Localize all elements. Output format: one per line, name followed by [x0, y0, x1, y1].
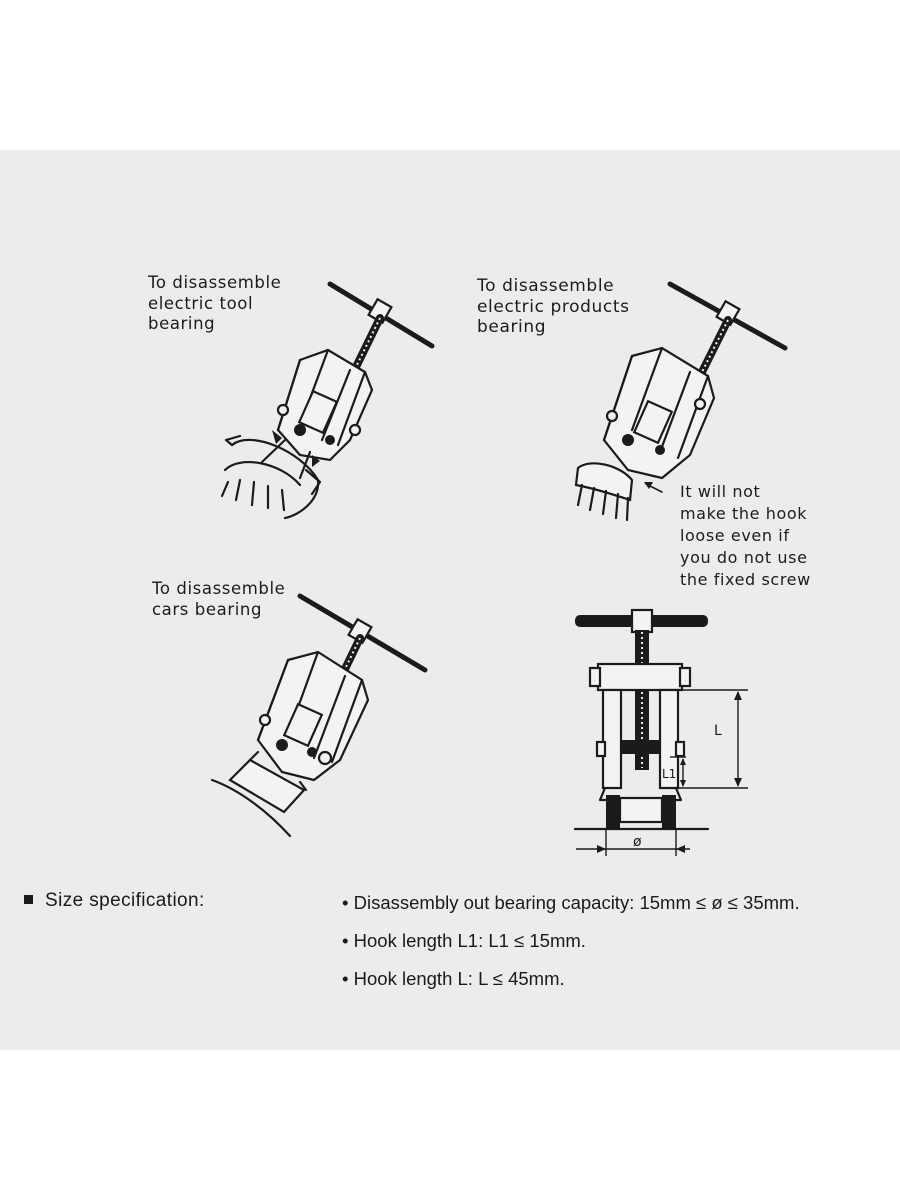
hook-note: It will not make the hook loose even if …: [680, 482, 811, 589]
spec-item-text: Hook length L1: L1 ≤ 15mm.: [353, 930, 586, 951]
puller-illustration-electric-tool: [220, 281, 435, 520]
spec-item-text: Disassembly out bearing capacity: 15mm ≤…: [353, 892, 800, 913]
diagram-panel: [0, 150, 900, 1050]
dimension-label-l1: L1: [662, 767, 676, 781]
puller-illustration-electric-products: [574, 281, 788, 522]
square-bullet-icon: [24, 895, 33, 904]
caption-electric-products: To disassemble electric products bearing: [477, 276, 630, 337]
puller-illustration-cars: [210, 593, 428, 838]
spec-item-hook-l: • Hook length L: L ≤ 45mm.: [342, 968, 565, 989]
caption-electric-tool: To disassemble electric tool bearing: [148, 273, 282, 333]
spec-item-text: Hook length L: L ≤ 45mm.: [353, 968, 565, 989]
spec-item-hook-l1: • Hook length L1: L1 ≤ 15mm.: [342, 930, 586, 951]
dimension-label-diameter: ø: [633, 834, 642, 850]
spec-item-capacity: • Disassembly out bearing capacity: 15mm…: [342, 892, 800, 913]
caption-cars: To disassemble cars bearing: [152, 579, 286, 619]
size-specification-label: Size specification:: [45, 890, 205, 911]
puller-front-view-diagram: L L1 ø: [573, 608, 748, 856]
dimension-label-l: L: [714, 723, 722, 739]
size-specification-heading: Size specification:: [24, 890, 205, 912]
